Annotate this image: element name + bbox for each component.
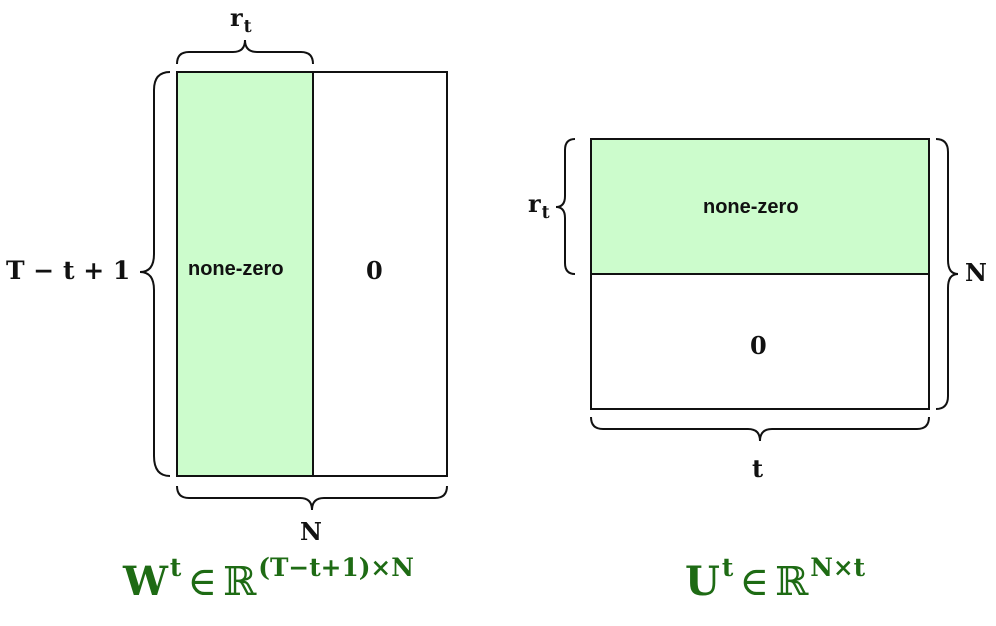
u-right-brace: [935, 138, 959, 410]
u-bottom-label: t: [752, 454, 764, 483]
w-bottom-brace: [176, 485, 448, 511]
u-nonzero-label: none-zero: [703, 196, 799, 218]
w-bottom-label: N: [300, 517, 322, 546]
u-right-label: N: [965, 258, 987, 287]
w-nonzero-label: none-zero: [188, 258, 284, 280]
w-top-label: rt: [230, 3, 252, 37]
w-side-label: T − t + 1: [6, 256, 131, 285]
u-formula-elem: ∈: [739, 559, 769, 605]
u-side-label-base: r: [528, 189, 541, 218]
u-bottom-brace: [590, 416, 930, 442]
u-side-label: rt: [528, 189, 550, 223]
w-top-label-sub: t: [243, 16, 252, 37]
u-zero-label: 0: [750, 331, 767, 360]
w-formula-base: W: [123, 558, 168, 605]
w-formula-set: ℝ: [223, 559, 257, 605]
u-formula-base: U: [685, 558, 720, 605]
w-zero-label: 0: [366, 256, 383, 285]
w-formula: Wt∈ℝ(T−t+1)×N: [123, 553, 414, 605]
u-formula-exp: N×t: [810, 553, 866, 583]
w-nonzero-block: [177, 72, 313, 476]
w-formula-exp: (T−t+1)×N: [258, 553, 414, 583]
u-formula: Ut∈ℝN×t: [685, 553, 865, 605]
u-formula-set: ℝ: [774, 559, 809, 605]
w-top-label-base: r: [230, 3, 243, 32]
u-left-brace: [555, 138, 576, 275]
w-left-brace: [139, 71, 171, 477]
u-nonzero-block: [591, 139, 929, 274]
u-formula-sup: t: [721, 553, 734, 583]
w-formula-sup: t: [169, 553, 182, 583]
w-formula-elem: ∈: [187, 559, 217, 605]
w-top-brace: [176, 39, 314, 65]
u-side-label-sub: t: [541, 202, 550, 223]
